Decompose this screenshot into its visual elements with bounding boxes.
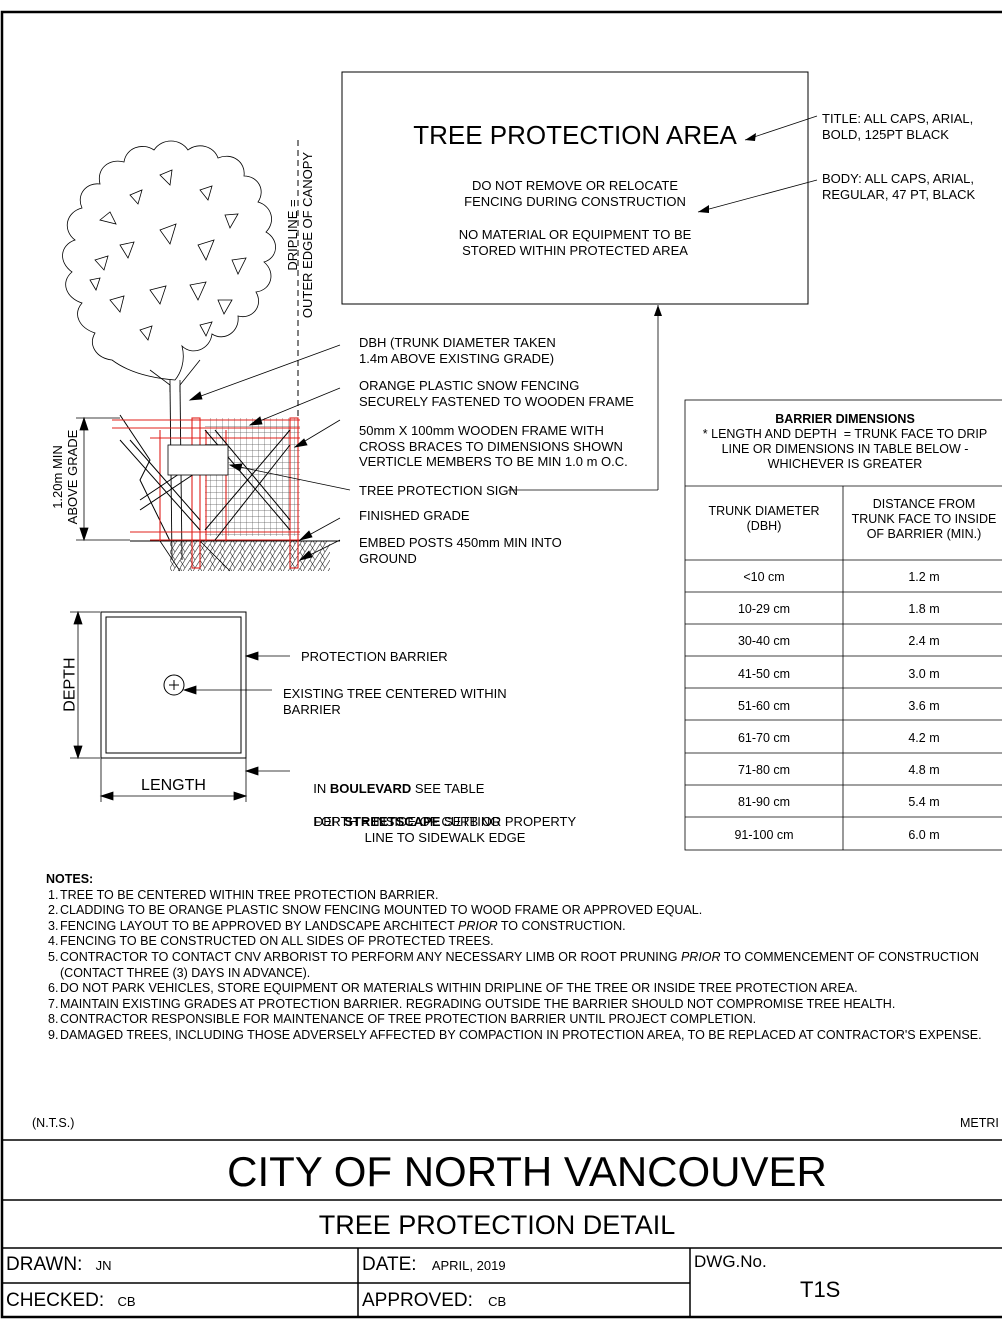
- plan-dimensions: [70, 610, 290, 802]
- existing-tree-label: EXISTING TREE CENTERED WITHIN BARRIER: [283, 686, 507, 717]
- date-field: DATE: APRIL, 2019: [362, 1254, 506, 1275]
- notes: NOTES: 1.TREE TO BE CENTERED WITHIN TREE…: [46, 872, 996, 1044]
- drawn-field: DRAWN: JN: [6, 1254, 112, 1275]
- city-title: CITY OF NORTH VANCOUVER: [227, 1148, 827, 1195]
- callout-protection-sign: TREE PROTECTION SIGN: [359, 483, 518, 498]
- note-item: 1.TREE TO BE CENTERED WITHIN TREE PROTEC…: [48, 887, 439, 902]
- height-dimension: [76, 416, 130, 542]
- table-col-distance: DISTANCE FROM TRUNK FACE TO INSIDE OF BA…: [851, 497, 997, 541]
- units-label: METRI: [960, 1116, 999, 1130]
- fence-frame: [112, 417, 300, 569]
- table-cell-distance: 1.2 m: [908, 570, 940, 584]
- callout-dbh: DBH (TRUNK DIAMETER TAKEN 1.4m ABOVE EXI…: [359, 335, 556, 366]
- streetscape-detail: DEPTH = INSIDE OF CURB OR PROPERTY LINE …: [313, 814, 577, 845]
- note-item: 3.FENCING LAYOUT TO BE APPROVED BY LANDS…: [48, 918, 626, 933]
- table-title: BARRIER DIMENSIONS: [775, 412, 915, 426]
- table-cell-distance: 3.0 m: [908, 666, 940, 681]
- streetscape-note: FOR STREETSCAPE SETTING: [313, 813, 501, 829]
- table-col-dbh: TRUNK DIAMETER (DBH): [708, 504, 820, 533]
- note-item: 2.CLADDING TO BE ORANGE PLASTIC SNOW FEN…: [48, 903, 703, 918]
- note-item: 6.DO NOT PARK VEHICLES, STORE EQUIPMENT …: [48, 981, 858, 996]
- table-cell-dbh: 71-80 cm: [737, 763, 791, 778]
- table-subtitle: * LENGTH AND DEPTH = TRUNK FACE TO DRIP …: [702, 427, 988, 471]
- title-block-grid: [2, 1139, 1002, 1317]
- soil-hatch: [170, 541, 330, 571]
- table-cell-dbh: 81-90 cm: [737, 795, 791, 810]
- sign-plaque: [167, 444, 229, 476]
- table-cell-dbh: 30-40 cm: [737, 634, 791, 649]
- table-cell-dbh: 41-50 cm: [737, 666, 791, 681]
- note-item: 8.CONTRACTOR RESPONSIBLE FOR MAINTENANCE…: [48, 1012, 757, 1027]
- table-cell-dbh: 91-100 cm: [734, 827, 794, 842]
- title-font-note: TITLE: ALL CAPS, ARIAL, BOLD, 125PT BLAC…: [822, 111, 974, 142]
- table-cell-dbh: 10-29 cm: [737, 602, 791, 617]
- sign-box: [341, 71, 809, 305]
- table-cell-distance: 4.8 m: [908, 763, 940, 778]
- dripline-label: DRIPLINE = OUTER EDGE OF CANOPY: [285, 151, 315, 319]
- table-cell-distance: 5.4 m: [908, 795, 940, 810]
- table-cell-dbh: 61-70 cm: [737, 731, 791, 745]
- protection-barrier-label: PROTECTION BARRIER: [301, 649, 448, 664]
- table-grid: [684, 399, 1002, 851]
- dwg-number: T1S: [800, 1277, 841, 1302]
- table-cell-distance: 3.6 m: [908, 698, 940, 713]
- table-cell-distance: 2.4 m: [908, 634, 940, 649]
- plan-barrier: [100, 611, 247, 759]
- sign-body-2: NO MATERIAL OR EQUIPMENT TO BE STORED WI…: [458, 227, 692, 258]
- table-cell-dbh: 51-60 cm: [737, 698, 791, 713]
- body-font-note: BODY: ALL CAPS, ARIAL, REGULAR, 47 PT, B…: [822, 171, 976, 202]
- notes-list: 1.TREE TO BE CENTERED WITHIN TREE PROTEC…: [46, 888, 996, 1044]
- note-item: 4.FENCING TO BE CONSTRUCTED ON ALL SIDES…: [48, 934, 494, 949]
- boulevard-note: IN BOULEVARD SEE TABLE: [313, 780, 485, 796]
- length-label: LENGTH: [141, 777, 206, 794]
- approved-field: APPROVED: CB: [362, 1290, 507, 1311]
- note-item: 9.DAMAGED TREES, INCLUDING THOSE ADVERSE…: [48, 1027, 982, 1042]
- table-cell-distance: 6.0 m: [908, 827, 940, 842]
- callout-wooden-frame: 50mm X 100mm WOODEN FRAME WITH CROSS BRA…: [359, 423, 628, 470]
- elevation-leaders: [188, 344, 351, 561]
- sign-body-1: DO NOT REMOVE OR RELOCATE FENCING DURING…: [464, 178, 686, 209]
- detail-title: TREE PROTECTION DETAIL: [318, 1210, 676, 1240]
- depth-label: DEPTH: [61, 657, 79, 712]
- callout-embed-posts: EMBED POSTS 450mm MIN INTO GROUND: [359, 535, 562, 566]
- table-cell-distance: 4.2 m: [908, 731, 940, 745]
- sign-title: TREE PROTECTION AREA: [413, 120, 737, 150]
- notes-heading: NOTES:: [46, 872, 94, 886]
- tree-canopy: [62, 140, 276, 392]
- note-item: 5.CONTRACTOR TO CONTACT CNV ARBORIST TO …: [48, 949, 979, 980]
- note-item: 7.MAINTAIN EXISTING GRADES AT PROTECTION…: [48, 996, 896, 1011]
- dwg-label: DWG.No.: [694, 1252, 767, 1271]
- sheet-border: [0, 10, 1002, 1319]
- scale-label: (N.T.S.): [32, 1116, 75, 1130]
- callout-snow-fencing: ORANGE PLASTIC SNOW FENCING SECURELY FAS…: [359, 378, 634, 409]
- callout-finished-grade: FINISHED GRADE: [359, 508, 470, 523]
- table-cell-distance: 1.8 m: [908, 602, 940, 617]
- height-label: 1.20m MIN ABOVE GRADE: [50, 429, 80, 525]
- table-cell-dbh: <10 cm: [743, 570, 785, 584]
- checked-field: CHECKED: CB: [6, 1290, 136, 1311]
